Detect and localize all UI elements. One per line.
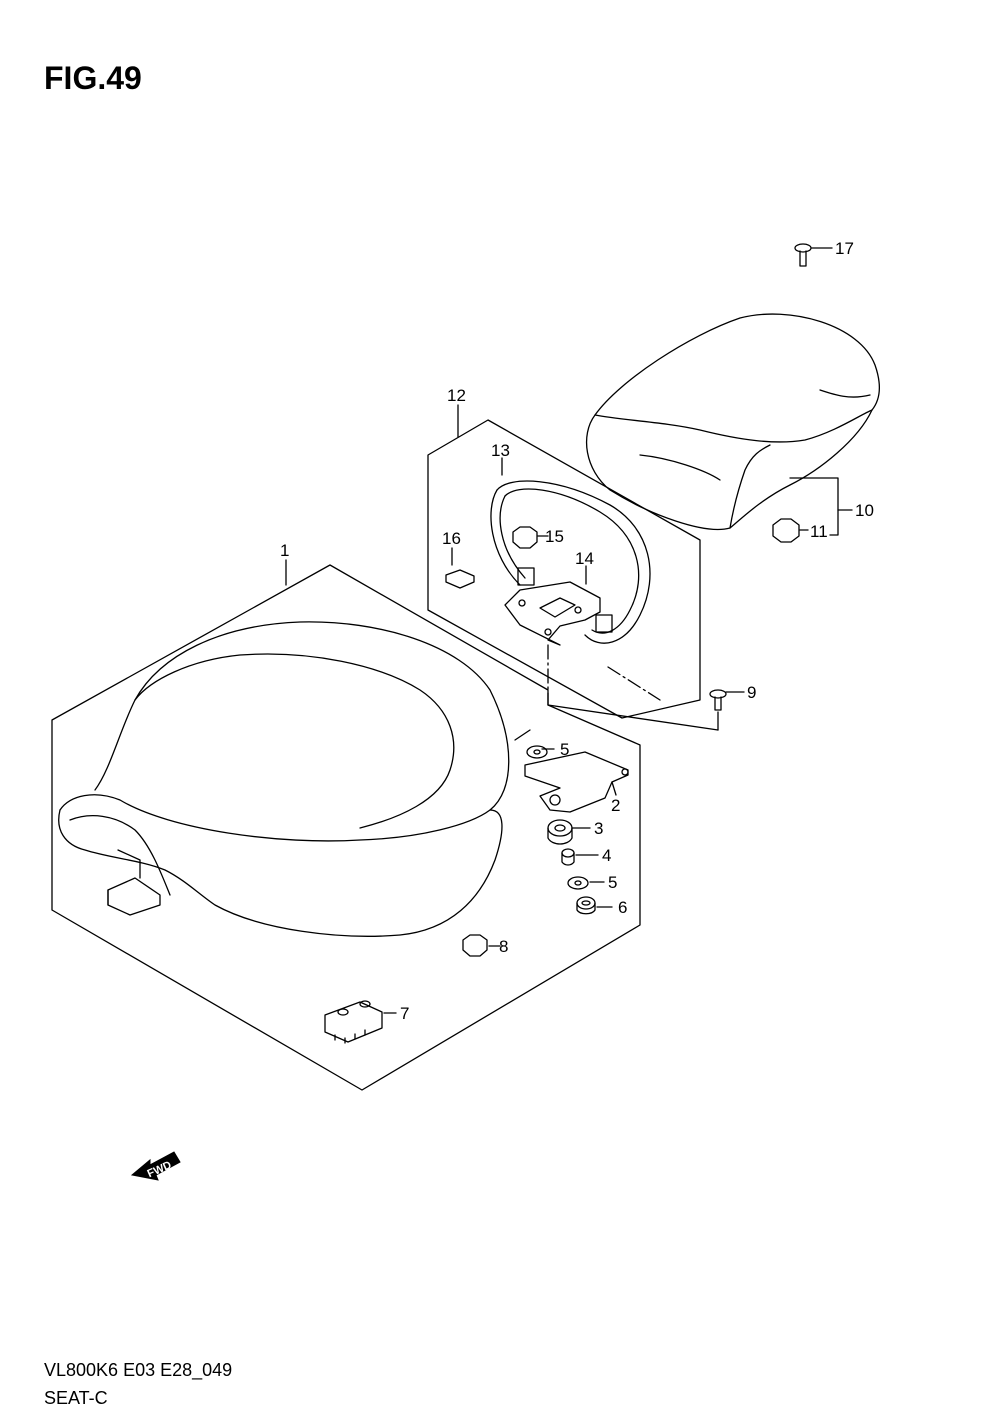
callout-17: 17 <box>835 239 854 258</box>
callout-11: 11 <box>810 522 828 541</box>
collar-4-drawing <box>561 848 575 866</box>
bolt-17-drawing <box>794 243 812 267</box>
front-seat-drawing <box>58 621 510 937</box>
cushion-8-drawing <box>462 934 488 957</box>
bolt-9-drawing <box>709 689 727 711</box>
rear-seat-group-outline <box>427 419 701 719</box>
callout-5a: 5 <box>560 740 569 759</box>
rear-seat-drawing <box>585 313 880 531</box>
callout-9: 9 <box>747 683 756 702</box>
model-code: VL800K6 E03 E28_049 <box>44 1360 233 1380</box>
figure-title: FIG.49 <box>44 60 142 96</box>
callout-5b: 5 <box>608 873 617 892</box>
part-16-drawing <box>445 569 475 589</box>
seat-lock-cable-drawing <box>490 480 651 644</box>
part-15-drawing <box>512 526 538 549</box>
washer-5a-drawing <box>526 745 548 759</box>
callout-2: 2 <box>611 796 620 815</box>
callout-12: 12 <box>447 386 466 405</box>
callout-4: 4 <box>602 846 611 865</box>
callout-1: 1 <box>280 541 289 560</box>
fwd-arrow-icon: FWD <box>130 1151 181 1181</box>
diagram-caption: SEAT-C <box>44 1388 108 1408</box>
nut-6-drawing <box>576 896 596 915</box>
callout-7: 7 <box>400 1004 409 1023</box>
washer-5b-drawing <box>567 876 589 890</box>
callout-15: 15 <box>545 527 564 546</box>
callout-10: 10 <box>855 501 874 520</box>
bracket-2-drawing <box>524 751 629 813</box>
callout-14: 14 <box>575 549 594 568</box>
grommet-3-drawing <box>547 819 573 845</box>
callout-8: 8 <box>499 937 508 956</box>
callout-6: 6 <box>618 898 627 917</box>
nut-11-drawing <box>772 518 800 543</box>
connector-7-drawing <box>324 1000 383 1044</box>
bracket-14-drawing <box>504 581 601 646</box>
callout-3: 3 <box>594 819 603 838</box>
callout-16: 16 <box>442 529 461 548</box>
callout-13: 13 <box>491 441 510 460</box>
front-seat-group-outline <box>51 564 641 1091</box>
